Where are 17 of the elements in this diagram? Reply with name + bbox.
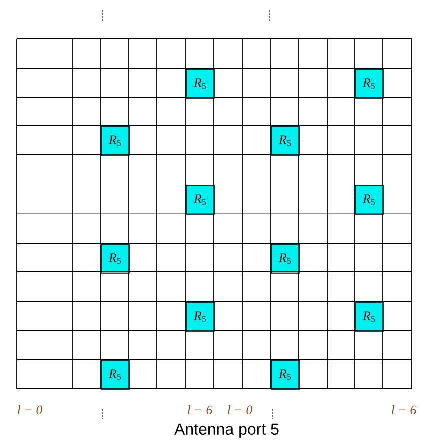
symbol-index-label: l − 6 (392, 405, 417, 415)
symbol-index-label: l − 0 (18, 405, 43, 415)
reference-signal-cell: R$_{5}$ (271, 126, 300, 156)
symbol-index-label: l − 0 (228, 405, 253, 415)
reference-signal-cell: R$_{5}$ (271, 244, 300, 274)
reference-signal-cell: R$_{5}$ (186, 185, 215, 215)
reference-signal-cell: R$_{5}$ (355, 69, 384, 99)
caption: Antenna port 5 (174, 424, 279, 438)
reference-signal-cell: R$_{5}$ (101, 244, 130, 274)
reference-signal-cell: R$_{5}$ (186, 302, 215, 332)
reference-signal-cell: R$_{5}$ (186, 69, 215, 99)
symbol-index-label: l − 6 (188, 405, 213, 415)
reference-signal-cell: R$_{5}$ (101, 126, 130, 156)
reference-signal-cell: R$_{5}$ (355, 185, 384, 215)
reference-signal-cell: R$_{5}$ (355, 302, 384, 332)
reference-signal-cell: R$_{5}$ (271, 360, 300, 390)
reference-signal-cell: R$_{5}$ (101, 360, 130, 390)
